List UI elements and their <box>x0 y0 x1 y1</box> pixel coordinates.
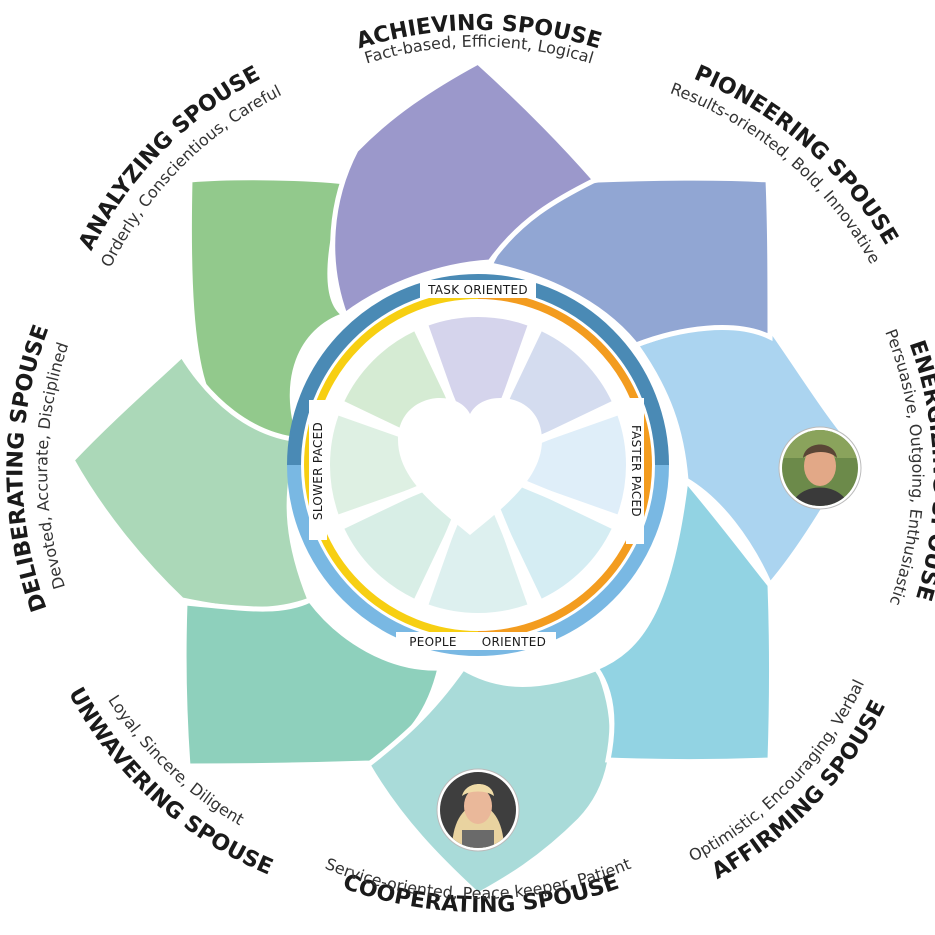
label-mask-top <box>420 280 536 298</box>
label-oriented: ORIENTED <box>482 635 546 649</box>
inner-segment-energizing <box>478 415 626 515</box>
ring-orange <box>477 291 652 639</box>
heart-icon <box>398 398 542 535</box>
label-mask-left <box>309 400 327 540</box>
woman-photo <box>436 768 520 852</box>
petal-achieving <box>330 58 600 320</box>
inner-segment-achieving <box>428 316 528 465</box>
label-faster-paced: FASTER PACED <box>629 425 643 517</box>
petal-affirming <box>592 474 774 764</box>
petal-analyzing <box>186 175 351 443</box>
man-photo <box>778 426 862 510</box>
label-task-oriented: TASK ORIENTED <box>427 283 528 297</box>
inner-segment-cooperating <box>428 465 528 613</box>
label-mask-bottom <box>396 632 556 650</box>
ring-yellow <box>304 291 479 639</box>
label-people: PEOPLE <box>409 635 457 649</box>
label-slower-paced: SLOWER PACED <box>311 422 325 520</box>
petal-deliberating <box>68 351 314 612</box>
petals-group <box>68 58 862 899</box>
label-mask-right <box>626 398 644 544</box>
